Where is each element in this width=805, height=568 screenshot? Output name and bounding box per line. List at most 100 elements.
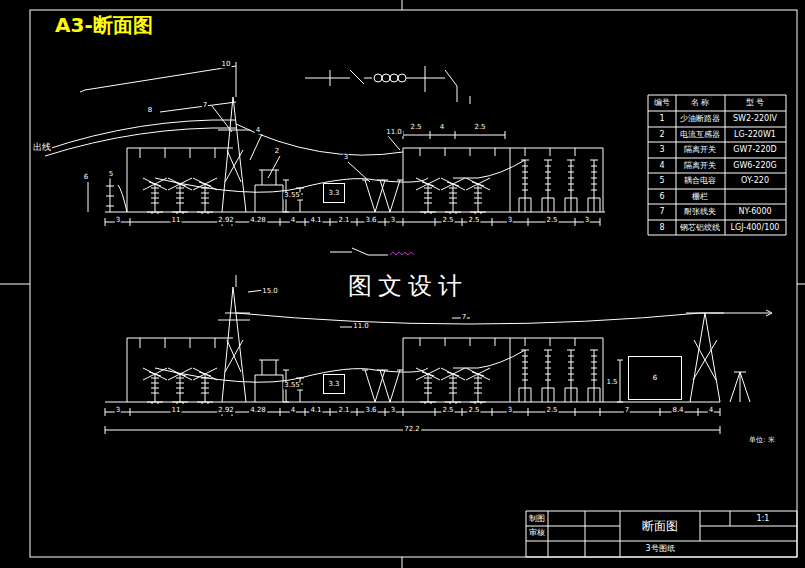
- callout-number: 6: [83, 174, 89, 181]
- schematic-line: [406, 78, 425, 79]
- equipment-box: 3.3: [323, 374, 345, 394]
- table-cell: 8: [658, 223, 665, 231]
- schematic-coil: [390, 253, 414, 256]
- dimension: 11: [171, 407, 182, 414]
- dimension: 3: [390, 407, 396, 414]
- equipment-box: 3.3: [323, 183, 345, 203]
- dimension: 4: [439, 124, 445, 131]
- dimension: 2.5: [467, 217, 480, 224]
- title-block: [526, 511, 797, 557]
- dimension: 4.28: [249, 217, 267, 224]
- table-cell: 隔离开关: [683, 161, 717, 169]
- dimension: 2.5: [441, 407, 454, 414]
- table-cell: 4: [658, 161, 665, 169]
- conductor: [225, 275, 772, 324]
- schematic-line: [330, 248, 388, 255]
- dimension: 3: [115, 217, 121, 224]
- title-block-cell: 审核: [528, 529, 546, 537]
- dimension: 15.0: [261, 288, 279, 295]
- bay-section: [127, 287, 603, 404]
- callout-number: 3: [343, 154, 349, 161]
- dimension: 2.92: [217, 217, 235, 224]
- table-cell: 耦合电容: [683, 177, 717, 185]
- feed-label: 出线: [32, 143, 52, 152]
- callout-number: 8: [147, 107, 153, 114]
- dimension-line: [283, 360, 623, 402]
- dimension: 3: [390, 217, 396, 224]
- dimension: 7: [624, 407, 630, 414]
- table-cell: OY-220: [740, 177, 770, 185]
- conductor: [45, 120, 403, 156]
- dimension-line: [105, 408, 720, 416]
- watermark: 图文设计: [347, 274, 469, 299]
- table-cell: 钢芯铝绞线: [679, 223, 721, 231]
- callout-number: 7: [461, 314, 467, 321]
- dimension: 1.5: [605, 379, 618, 386]
- table-cell: 5: [658, 177, 665, 185]
- table-cell: 电流互感器: [679, 130, 721, 138]
- dimension: 2.92: [217, 407, 235, 414]
- dimension: 2.1: [337, 217, 350, 224]
- dimension: 2.5: [473, 124, 486, 131]
- table-cell: 2: [658, 130, 665, 138]
- leader-line: [160, 102, 370, 182]
- dimension: 4: [290, 407, 296, 414]
- table-cell: LG-220W1: [733, 130, 777, 138]
- gantry-frame: [686, 313, 724, 402]
- dimension: 3.6: [364, 407, 377, 414]
- schematic-coil: [398, 74, 406, 82]
- dimension: 3: [584, 217, 590, 224]
- dimension: 2.5: [441, 217, 454, 224]
- dimension: 3: [507, 407, 513, 414]
- dimension: 4.28: [249, 407, 267, 414]
- callout-number: 2: [274, 148, 280, 155]
- box-label: 6: [653, 375, 657, 382]
- dimension: 3.6: [364, 217, 377, 224]
- table-cell: 耐张线夹: [683, 208, 717, 216]
- table-cell: NY-6000: [737, 208, 772, 216]
- dimension: 11.0: [352, 323, 370, 330]
- table-cell: 7: [658, 208, 665, 216]
- box-label: 3.3: [328, 190, 339, 197]
- dimension: 2.5: [467, 407, 480, 414]
- parts-table: [648, 95, 786, 235]
- schematic-coil: [390, 74, 398, 82]
- table-cell: GW6-220G: [732, 161, 778, 169]
- table-cell: LGJ-400/100: [730, 223, 781, 231]
- schematic-coil: [374, 74, 382, 82]
- dimension: 2.5: [545, 407, 558, 414]
- sheet-size: 3号图纸: [644, 545, 675, 553]
- dimension-line: [105, 218, 600, 226]
- table-cell: SW2-220IV: [732, 115, 778, 123]
- table-header: 名 称: [690, 99, 711, 107]
- dimension: 4: [290, 217, 296, 224]
- ground-line: [105, 212, 605, 213]
- dimension-line: [388, 131, 505, 150]
- dimension-line: [105, 426, 720, 434]
- dimension: 2.5: [409, 124, 422, 131]
- dimension: 72.2: [403, 426, 421, 433]
- table-cell: GW7-220D: [732, 146, 778, 154]
- fence-symbol: [88, 178, 127, 212]
- dimension: 11: [171, 217, 182, 224]
- sheet-border: [30, 10, 797, 557]
- ground-line: [105, 402, 720, 403]
- callout-number: 4: [255, 127, 261, 134]
- table-cell: 栅栏: [691, 192, 709, 200]
- dimension: 4.1: [309, 407, 322, 414]
- callout-number: 5: [108, 171, 114, 178]
- unit-note: 单位: 米: [748, 437, 776, 444]
- drawing-name: 断面图: [641, 520, 679, 533]
- equipment-box: 6: [628, 356, 682, 400]
- scale: 1:1: [756, 515, 771, 523]
- table-cell: 少油断路器: [679, 115, 721, 123]
- table-cell: 3: [658, 146, 665, 154]
- schematic-line: [305, 66, 470, 104]
- callout-number: 10: [221, 61, 232, 68]
- dimension: 11.0: [385, 129, 403, 136]
- dimension: 3: [507, 217, 513, 224]
- table-header: 编号: [653, 99, 671, 107]
- dimension: 2.1: [337, 407, 350, 414]
